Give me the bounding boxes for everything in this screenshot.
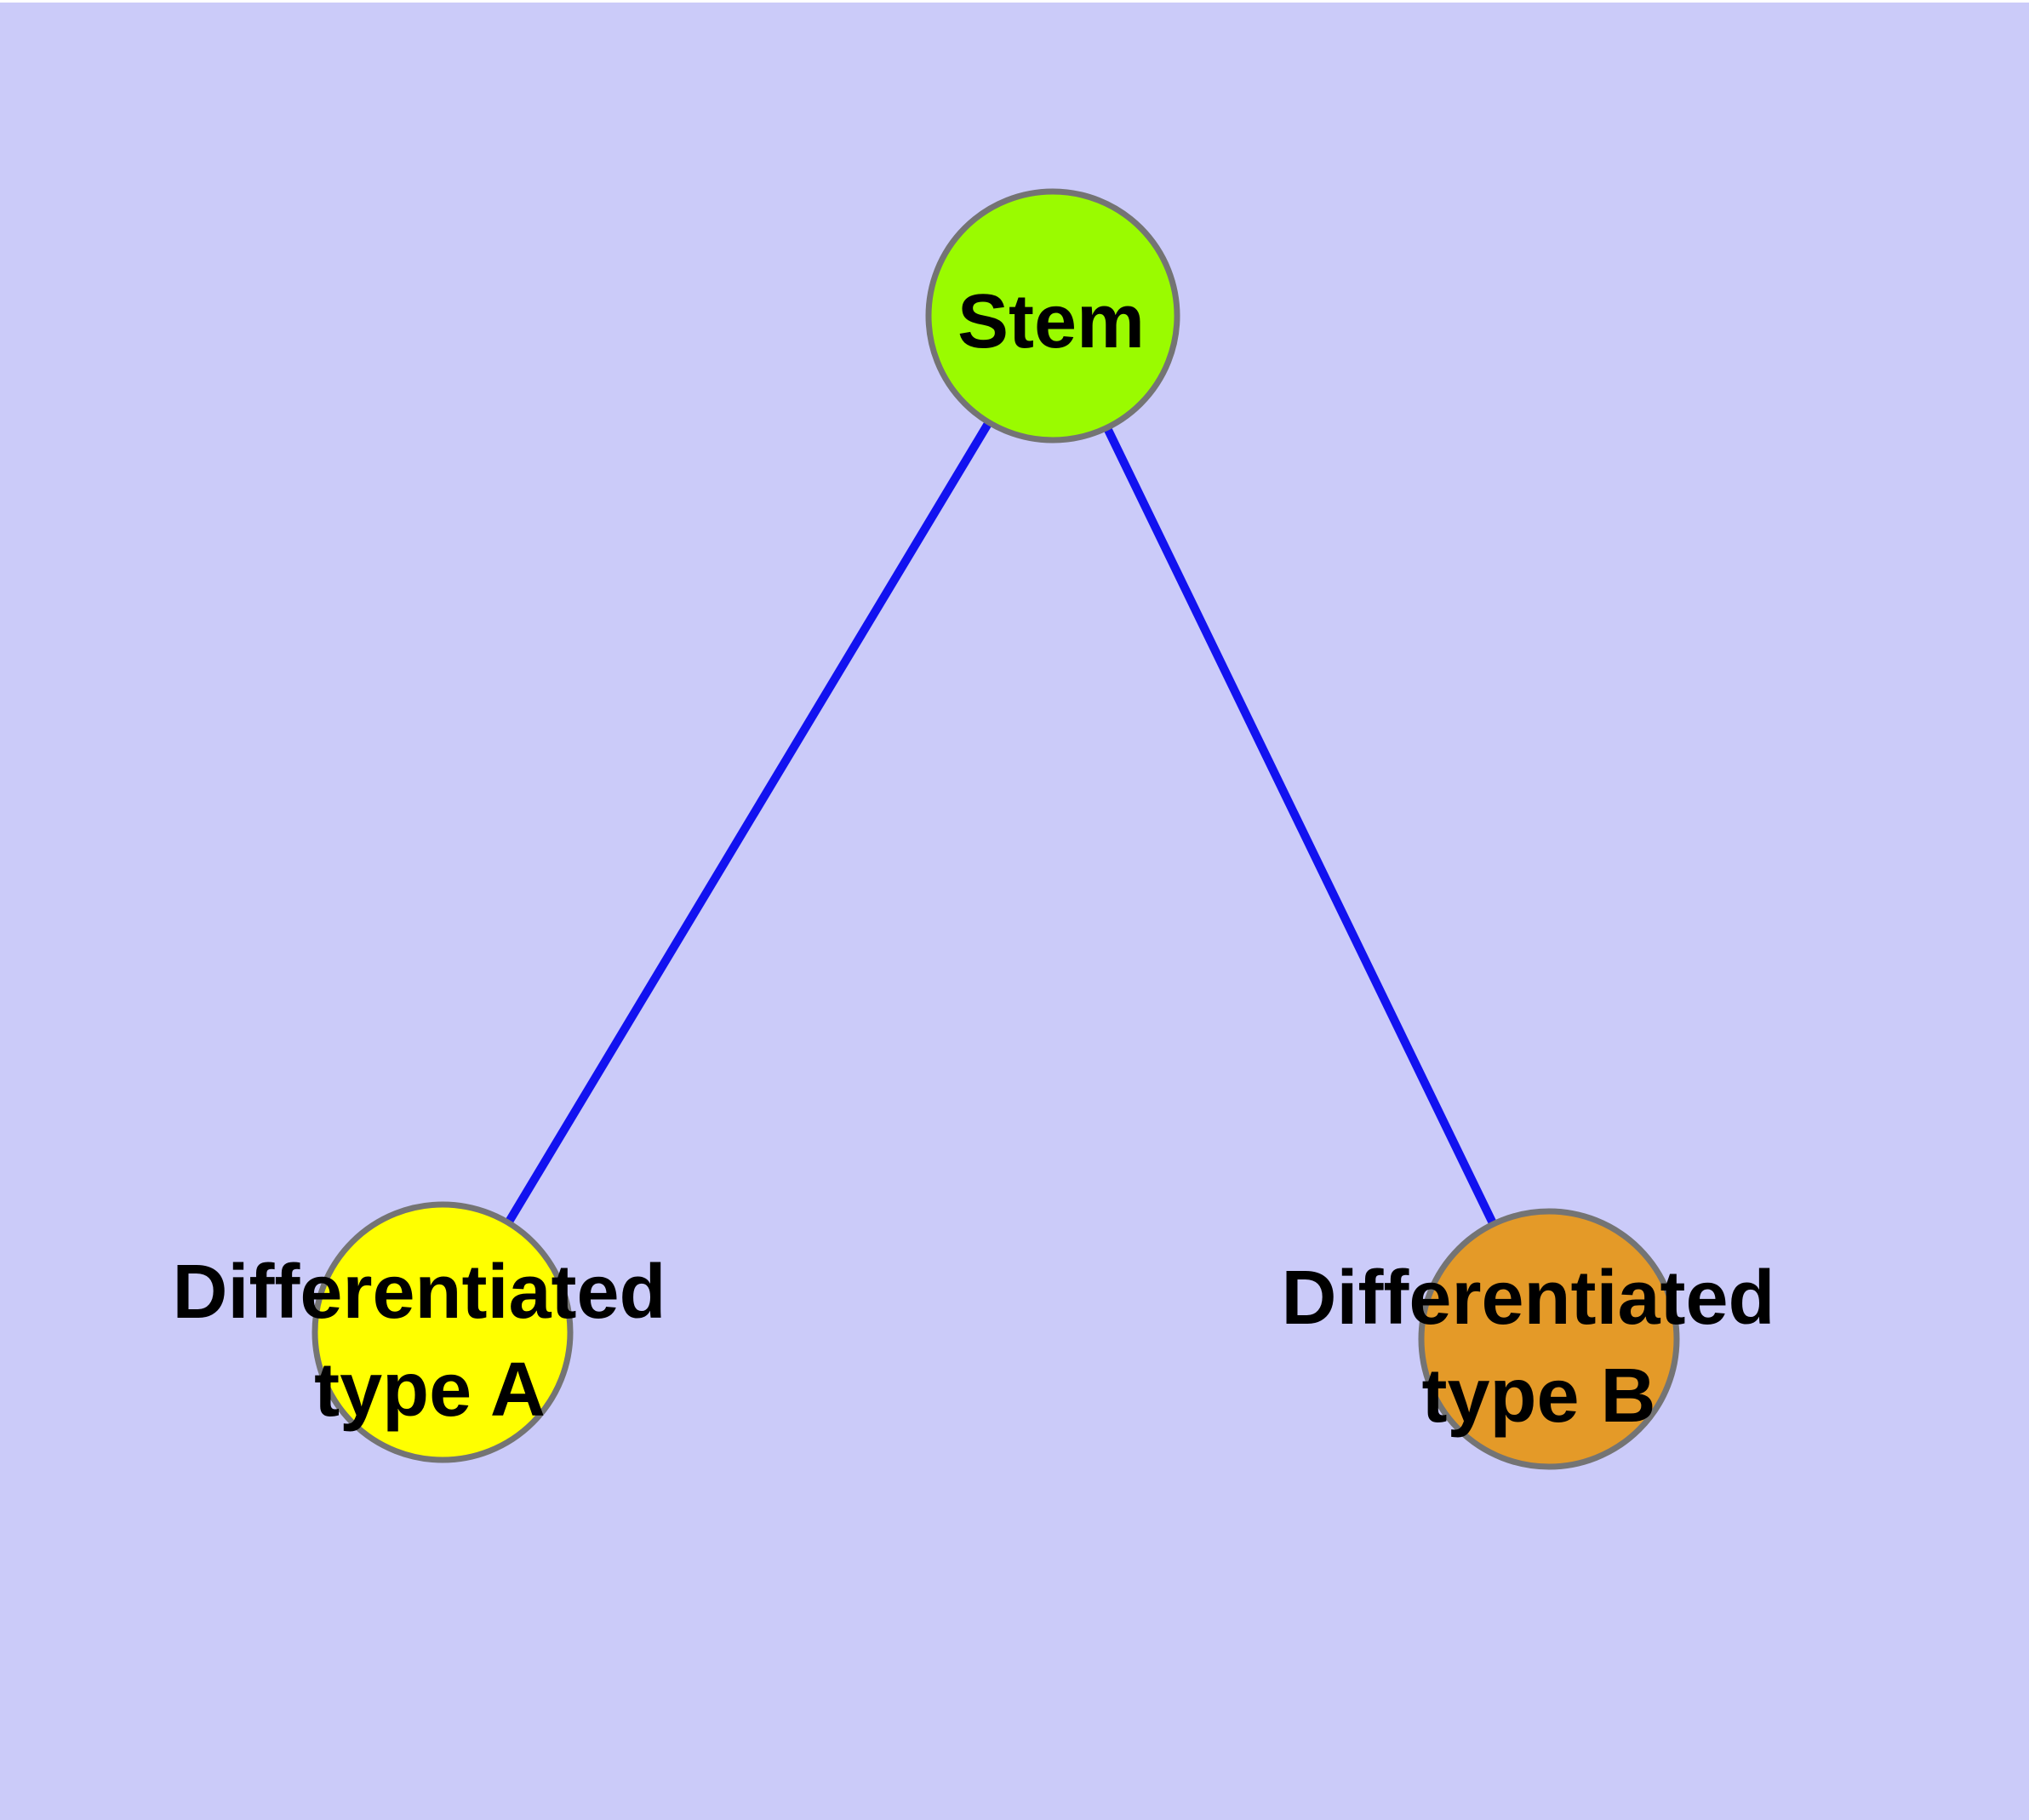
node-type-a-circle[interactable] [311, 1201, 574, 1463]
node-type-b-circle[interactable] [1418, 1208, 1680, 1470]
node-type-b-label-line1: Differentiated [1281, 1256, 1775, 1341]
edge-stem-to-type-b [1049, 313, 1553, 1342]
node-stem: Stem [925, 188, 1180, 444]
node-differentiated-type-b: Differentiated type B [1281, 1208, 1796, 1470]
top-edge-strip [0, 0, 2029, 3]
node-type-a-label-line1: Differentiated [172, 1250, 666, 1335]
node-stem-label: Stem [957, 279, 1145, 364]
edge-stem-to-type-a [438, 313, 1057, 1335]
node-differentiated-type-a: Differentiated type A [172, 1201, 687, 1463]
node-type-b-label-line2: type B [1421, 1354, 1655, 1439]
edge-layer [438, 313, 1553, 1342]
node-type-a-label: Differentiated type A [172, 1250, 687, 1433]
node-type-a-label-line2: type A [314, 1348, 546, 1433]
node-type-b-label: Differentiated type B [1281, 1256, 1796, 1439]
node-stem-circle[interactable] [925, 188, 1180, 444]
